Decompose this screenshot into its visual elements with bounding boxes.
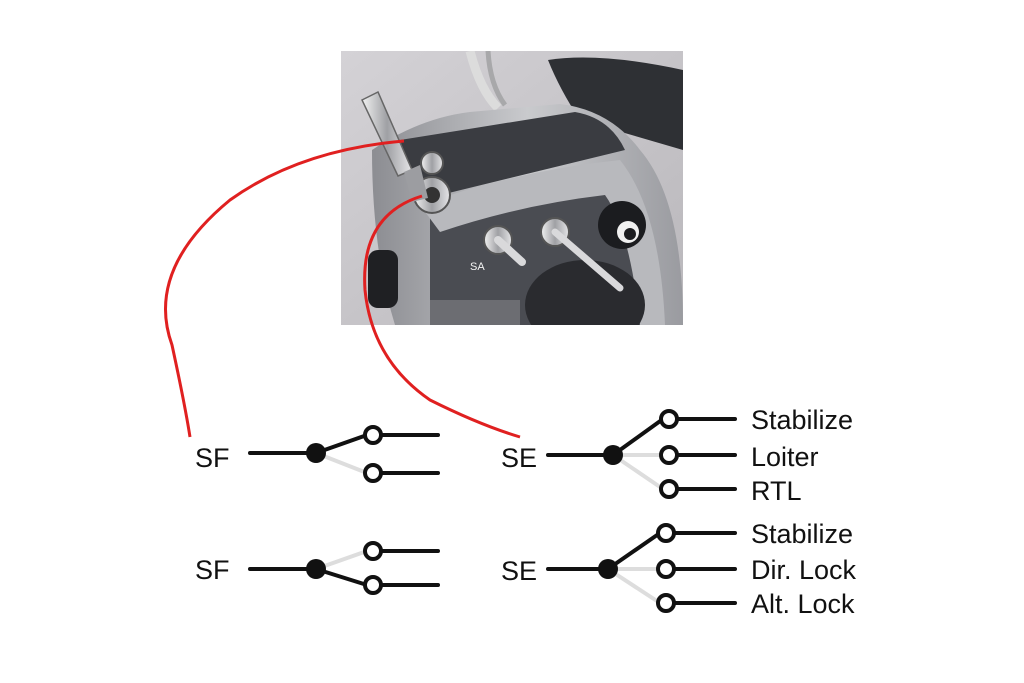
- mode-label-dir-lock: Dir. Lock: [751, 555, 857, 585]
- terminal-sf-bottom-1: [363, 541, 383, 561]
- switch-group-sf-top: SF: [195, 425, 440, 483]
- mode-label-alt-lock: Alt. Lock: [751, 589, 855, 619]
- terminal-se-bottom-1: [656, 523, 676, 543]
- terminal-sf-top-2: [363, 463, 383, 483]
- switch-group-sf-bottom: SF: [195, 541, 440, 595]
- terminal-se-bottom-3: [656, 593, 676, 613]
- switch-label-sf-bottom: SF: [195, 555, 230, 585]
- inactive-throw-se-bottom-3: [606, 567, 662, 605]
- terminal-se-bottom-2: [656, 559, 676, 579]
- transmitter-photo: SA: [341, 51, 683, 325]
- inactive-throw-se-top-3: [611, 453, 665, 491]
- switch-label-sf-top: SF: [195, 443, 230, 473]
- terminal-se-top-3: [659, 479, 679, 499]
- active-throw-se-top: [611, 417, 665, 457]
- terminal-se-top-1: [659, 409, 679, 429]
- pivot-se-bottom: [598, 559, 618, 579]
- terminal-sf-top-1: [363, 425, 383, 445]
- switch-group-se-top: SE Stabilize Loiter RTL: [501, 405, 853, 506]
- terminal-se-top-2: [659, 445, 679, 465]
- switch-label-se-bottom: SE: [501, 556, 537, 586]
- switch-group-se-bottom: SE Stabilize Dir. Lock Alt. Lock: [501, 519, 857, 619]
- mode-label-stabilize-bottom: Stabilize: [751, 519, 853, 549]
- callout-line-se: [363, 194, 521, 439]
- mode-label-rtl: RTL: [751, 476, 802, 506]
- pivot-se-top: [603, 445, 623, 465]
- active-throw-se-bottom: [606, 531, 662, 571]
- terminal-sf-bottom-2: [363, 575, 383, 595]
- mode-label-loiter: Loiter: [751, 442, 819, 472]
- callout-line-sf: [164, 139, 405, 438]
- pivot-sf-bottom: [306, 559, 326, 579]
- mode-label-stabilize-top: Stabilize: [751, 405, 853, 435]
- pivot-sf-top: [306, 443, 326, 463]
- switch-label-se-top: SE: [501, 443, 537, 473]
- photo-label-sa: SA: [470, 261, 485, 273]
